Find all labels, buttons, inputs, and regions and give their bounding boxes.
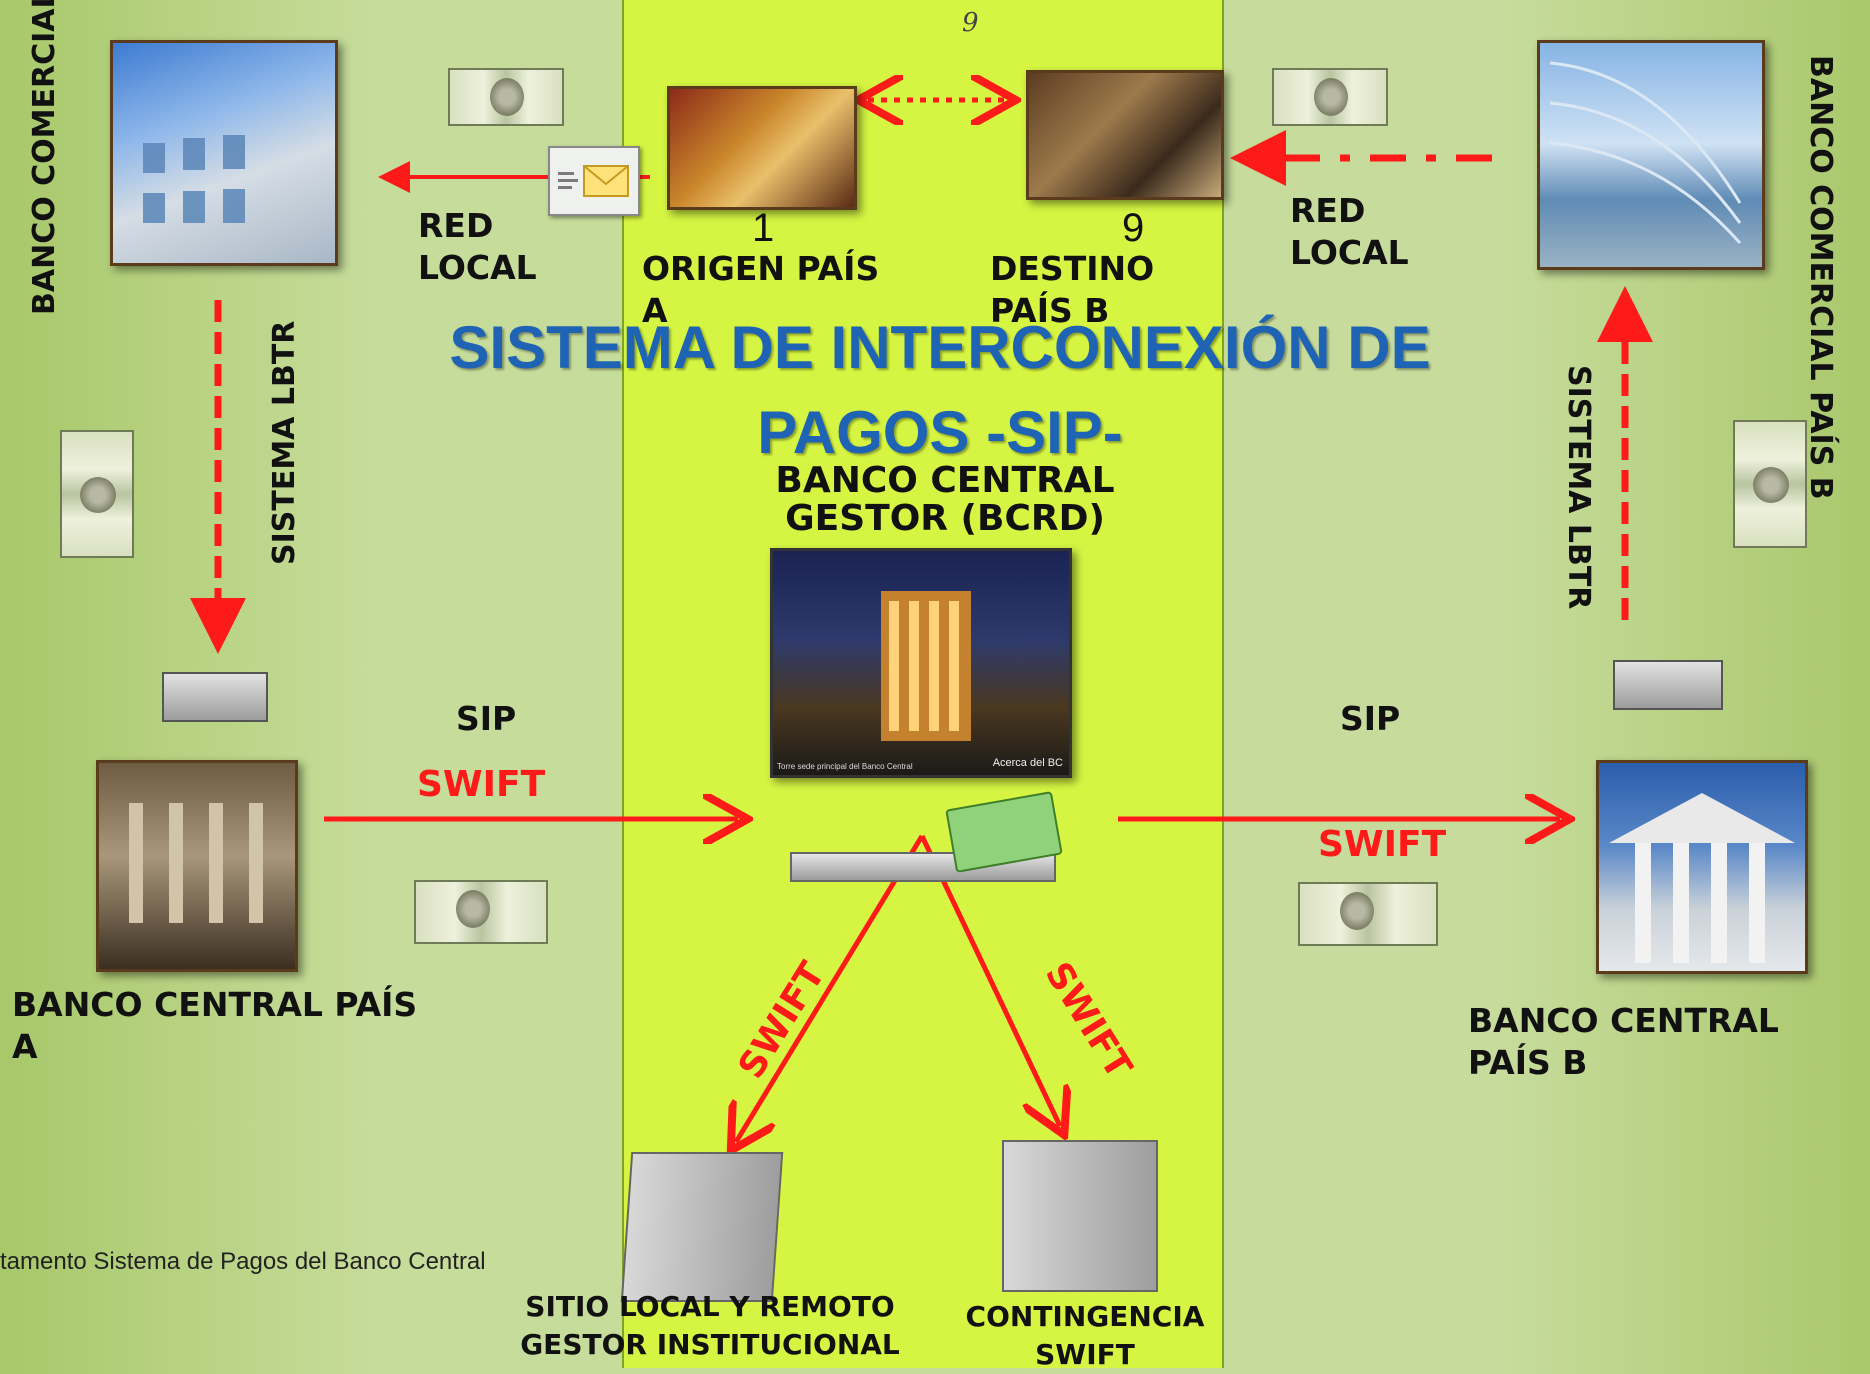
page-number: 9 <box>962 8 979 38</box>
bank-a-photo <box>110 40 338 266</box>
origin-label: ORIGEN PAÍS A <box>642 249 880 330</box>
central-gestor-label: BANCO CENTRAL GESTOR (BCRD) <box>740 462 1150 538</box>
footer-text: tamento Sistema de Pagos del Banco Centr… <box>0 1248 486 1275</box>
central-bank-a-photo <box>96 760 298 972</box>
destination-number: 9 <box>1122 206 1145 250</box>
lbtr-right-label: SISTEMA LBTR <box>1561 365 1596 610</box>
swift-left-label: SWIFT <box>417 764 546 805</box>
bank-b-photo <box>1537 40 1765 270</box>
sip-left-label: SIP <box>456 699 517 738</box>
money-bill-icon <box>60 430 134 558</box>
diagram-title: SISTEMA DE INTERCONEXIÓN DE PAGOS -SIP- <box>390 305 1490 475</box>
server-icon-right <box>1613 660 1723 710</box>
central-gestor-photo: Torre sede principal del Banco Central A… <box>770 548 1072 778</box>
title-line-1: SISTEMA DE INTERCONEXIÓN DE <box>449 314 1431 381</box>
local-site-label: SITIO LOCAL Y REMOTO GESTOR INSTITUCIONA… <box>520 1290 900 1361</box>
contingency-server-icon <box>1002 1140 1158 1292</box>
destination-label: DESTINO PAÍS B <box>990 249 1155 330</box>
title-line-2: PAGOS -SIP- <box>757 399 1123 466</box>
server-icon-left <box>162 672 268 722</box>
contingency-label: CONTINGENCIA SWIFT <box>965 1300 1205 1371</box>
swift-right-label: SWIFT <box>1318 824 1447 865</box>
email-icon <box>548 146 640 216</box>
origin-number: 1 <box>752 206 775 250</box>
central-gestor-line-2: GESTOR (BCRD) <box>785 498 1105 539</box>
sip-right-label: SIP <box>1340 699 1401 738</box>
central-bank-a-label: BANCO CENTRAL PAÍS A <box>12 985 418 1066</box>
money-bill-icon <box>1272 68 1388 126</box>
money-bill-icon <box>448 68 564 126</box>
arrow-swift-down-left <box>736 834 925 1142</box>
money-bill-icon <box>1298 882 1438 946</box>
central-bank-b-label: BANCO CENTRAL PAÍS B <box>1468 1001 1779 1082</box>
bank-a-label: BANCO COMERCIAL PAÍS A <box>27 0 62 315</box>
origin-photo <box>667 86 857 210</box>
photo-caption-left: Torre sede principal del Banco Central <box>777 762 913 771</box>
red-local-right-label: RED LOCAL <box>1290 191 1409 272</box>
photo-caption-right: Acerca del BC <box>992 757 1063 769</box>
red-local-left-label: RED LOCAL <box>418 206 537 287</box>
money-bill-icon <box>414 880 548 944</box>
local-site-server-icon <box>620 1152 784 1302</box>
money-bill-icon <box>1733 420 1807 548</box>
central-bank-b-photo <box>1596 760 1808 974</box>
arrow-swift-down-right <box>919 834 1060 1126</box>
lbtr-left-label: SISTEMA LBTR <box>267 320 302 565</box>
destination-photo <box>1026 70 1224 200</box>
bank-b-label: BANCO COMERCIAL PAÍS B <box>1803 55 1838 500</box>
central-gestor-line-1: BANCO CENTRAL <box>775 460 1115 501</box>
